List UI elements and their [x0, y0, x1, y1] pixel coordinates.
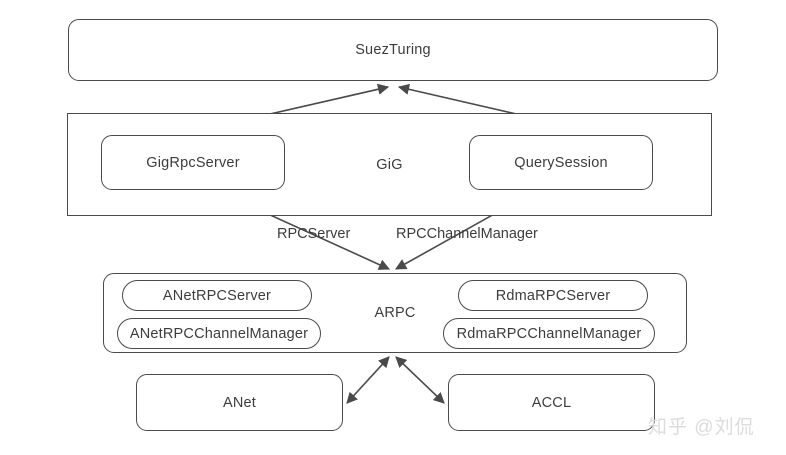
node-anet[interactable]: ANet [136, 374, 343, 431]
edge-arpc-accl [395, 356, 445, 404]
node-rdmarpcchannelmanager-label: RdmaRPCChannelManager [456, 325, 642, 342]
node-anetrpcchannelmanager[interactable]: ANetRPCChannelManager [117, 318, 321, 349]
node-accl-label: ACCL [531, 394, 572, 411]
node-querysession[interactable]: QuerySession [469, 135, 653, 190]
node-rdmarpcserver[interactable]: RdmaRPCServer [458, 280, 648, 311]
node-suezturing-label: SuezTuring [355, 42, 431, 58]
node-anetrpcserver-label: ANetRPCServer [162, 287, 272, 304]
node-gigrpcserver-label: GigRpcServer [146, 154, 240, 171]
watermark: 知乎 @刘侃 [648, 417, 755, 438]
node-rdmarpcchannelmanager[interactable]: RdmaRPCChannelManager [443, 318, 655, 349]
group-arpc-label: ARPC [374, 305, 416, 321]
edge-label-rpcserver: RPCServer [277, 226, 351, 242]
node-anet-label: ANet [222, 394, 257, 411]
node-accl[interactable]: ACCL [448, 374, 655, 431]
node-anetrpcserver[interactable]: ANetRPCServer [122, 280, 312, 311]
node-anetrpcchannelmanager-label: ANetRPCChannelManager [129, 325, 309, 342]
node-suezturing[interactable]: SuezTuring [68, 19, 718, 81]
group-gig-label: GiG [376, 156, 403, 173]
node-querysession-label: QuerySession [514, 154, 608, 171]
node-rdmarpcserver-label: RdmaRPCServer [495, 287, 611, 304]
edge-arpc-anet [346, 356, 390, 404]
node-gigrpcserver[interactable]: GigRpcServer [101, 135, 285, 190]
edge-label-rpcchannelmanager: RPCChannelManager [396, 226, 538, 242]
